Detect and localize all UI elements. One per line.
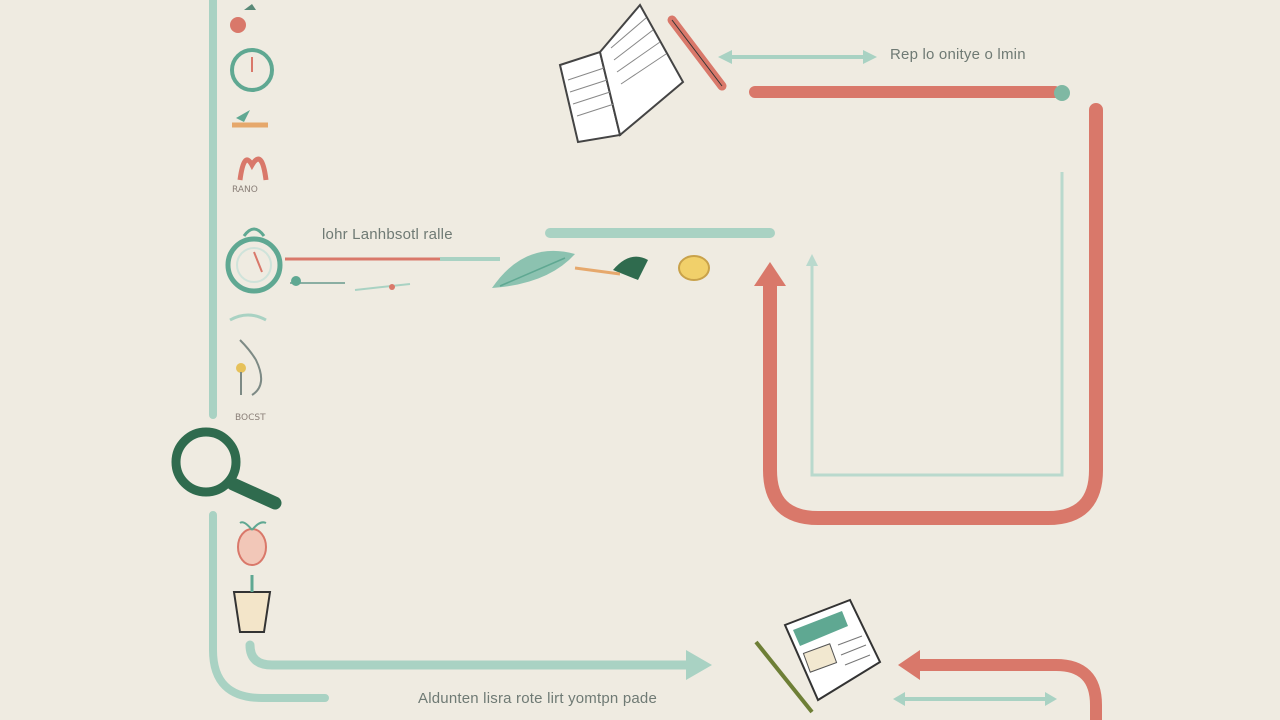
icon-caption-1: RANO bbox=[232, 185, 258, 195]
magnifier-icon bbox=[171, 427, 282, 510]
bottom-center-label: Aldunten lisra rote lirt yomtpn pade bbox=[418, 690, 657, 707]
bug-icon bbox=[230, 4, 256, 33]
ribbon-icon bbox=[237, 156, 269, 181]
book-icon bbox=[558, 3, 685, 144]
bottom-arrowhead bbox=[686, 650, 712, 680]
seed-icon bbox=[237, 521, 267, 566]
bottom-sage-arrow bbox=[245, 640, 695, 670]
bird-icon bbox=[574, 256, 648, 280]
icon-caption-2: BOCST bbox=[235, 413, 266, 423]
sprout-icon bbox=[232, 110, 268, 128]
left-flow-line-bottom bbox=[209, 511, 329, 702]
document-icon bbox=[754, 598, 882, 714]
lemon-icon bbox=[678, 255, 710, 281]
clock-icon bbox=[230, 48, 274, 92]
timeline-small-marks bbox=[290, 276, 411, 291]
leaf-icon bbox=[492, 250, 575, 288]
pencil-icon bbox=[667, 15, 727, 91]
top-right-label: Rep lo onitye o lmin bbox=[890, 46, 1026, 63]
pot-icon bbox=[232, 575, 272, 633]
timer-icon bbox=[225, 227, 283, 294]
middle-left-label: lohr Lanhbsotl ralle bbox=[322, 226, 453, 243]
bell-icon bbox=[229, 313, 267, 396]
bottom-coral-arrow bbox=[909, 659, 1102, 720]
inner-sage-frame bbox=[810, 172, 1064, 477]
coral-loop-arrow bbox=[763, 103, 1103, 525]
